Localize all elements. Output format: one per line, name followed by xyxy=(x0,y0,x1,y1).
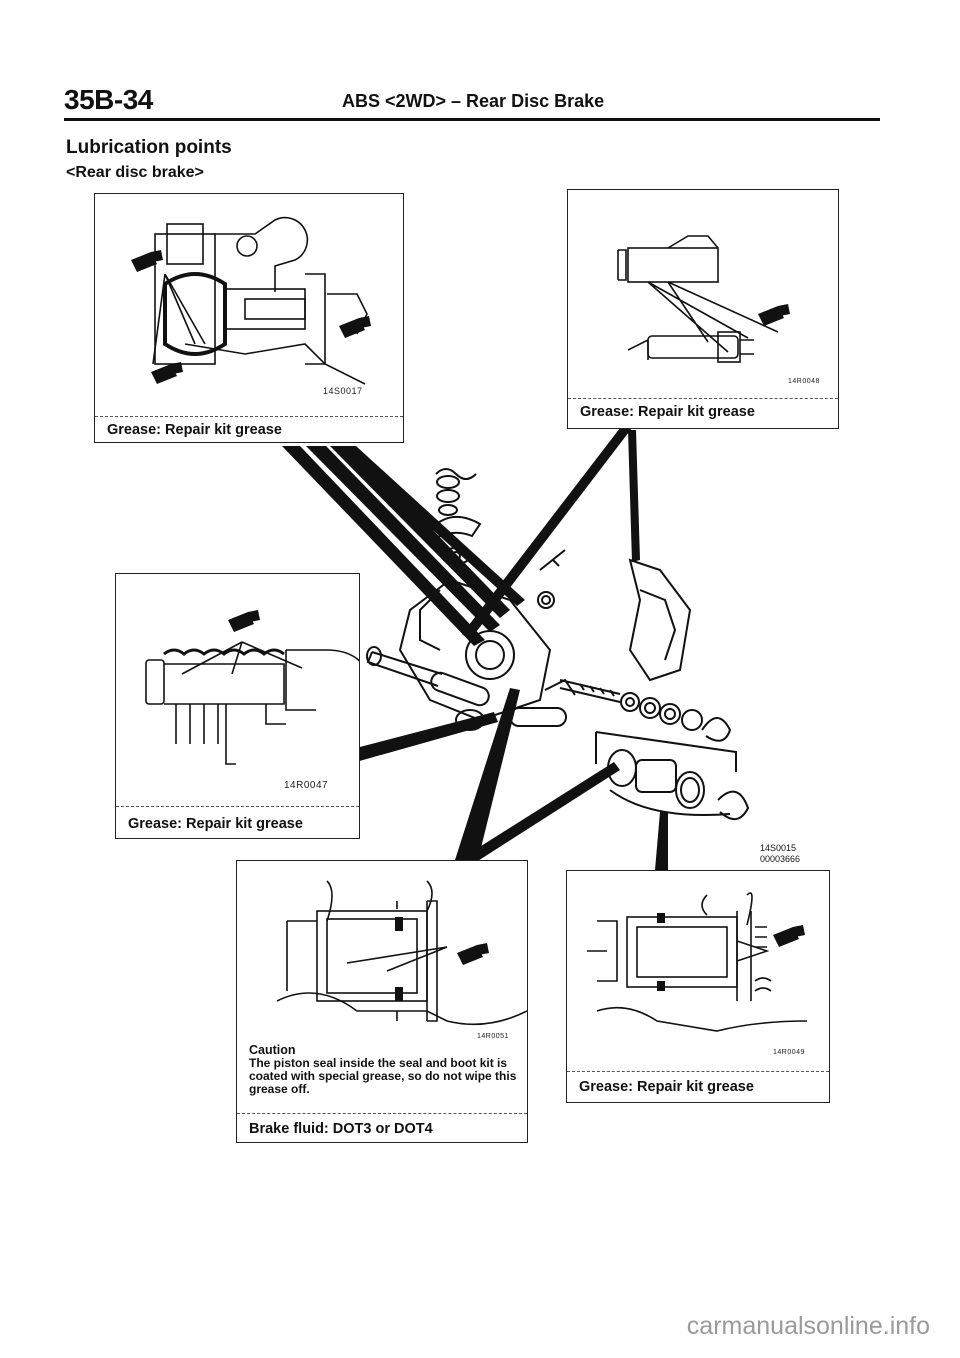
caliper-parts xyxy=(366,468,750,820)
caliper-pin-figure xyxy=(587,892,808,1032)
section-subtitle: <Rear disc brake> xyxy=(66,164,204,181)
figure-box-bottom-right: 14R0049 Grease: Repair kit grease xyxy=(566,870,830,1103)
figure-caption: Grease: Repair kit grease xyxy=(128,816,303,832)
caption-divider xyxy=(568,398,838,399)
main-diagram-code-1: 14S0015 xyxy=(760,843,797,853)
page-title: ABS <2WD> – Rear Disc Brake xyxy=(342,91,605,111)
caption-divider xyxy=(237,1113,527,1114)
figure-box-bottom-center: 14R0051 Caution The piston seal inside t… xyxy=(236,860,528,1143)
section-title: Lubrication points xyxy=(66,137,232,158)
piston-seal-figure xyxy=(276,880,527,1026)
figure-caption: Brake fluid: DOT3 or DOT4 xyxy=(249,1121,433,1137)
piston-boot-figure xyxy=(145,610,359,765)
figure-box-top-right: 14R0048 Grease: Repair kit grease xyxy=(567,189,839,429)
guide-pin-figure xyxy=(617,235,790,363)
figure-code: 14S0017 xyxy=(323,386,363,396)
watermark: carmanualsonline.info xyxy=(686,1312,930,1340)
figure-box-top-left: 14S0017 Grease: Repair kit grease xyxy=(94,193,404,443)
caption-divider xyxy=(95,416,403,417)
figure-box-middle-left: 14R0047 Grease: Repair kit grease xyxy=(115,573,360,839)
page-number: 35B-34 xyxy=(64,84,153,115)
caution-title: Caution xyxy=(249,1043,296,1057)
main-diagram-code-2: 00003666 xyxy=(760,854,801,864)
main-diagram-codes: 14S0015 00003666 xyxy=(760,843,800,865)
caption-divider xyxy=(116,806,359,807)
header-rule xyxy=(64,118,880,121)
caution-note: Caution The piston seal inside the seal … xyxy=(249,1044,521,1096)
caliper-section-figure xyxy=(131,216,371,385)
caution-text: The piston seal inside the seal and boot… xyxy=(249,1056,517,1096)
figure-code: 14R0047 xyxy=(284,780,329,791)
figure-code: 14R0048 xyxy=(788,378,820,385)
caption-divider xyxy=(567,1071,829,1072)
figure-caption: Grease: Repair kit grease xyxy=(579,1079,754,1095)
figure-caption: Grease: Repair kit grease xyxy=(107,422,282,438)
leader-lines xyxy=(282,428,668,870)
figure-caption: Grease: Repair kit grease xyxy=(580,404,755,420)
figure-code: 14R0049 xyxy=(773,1049,805,1056)
figure-code: 14R0051 xyxy=(477,1033,509,1040)
